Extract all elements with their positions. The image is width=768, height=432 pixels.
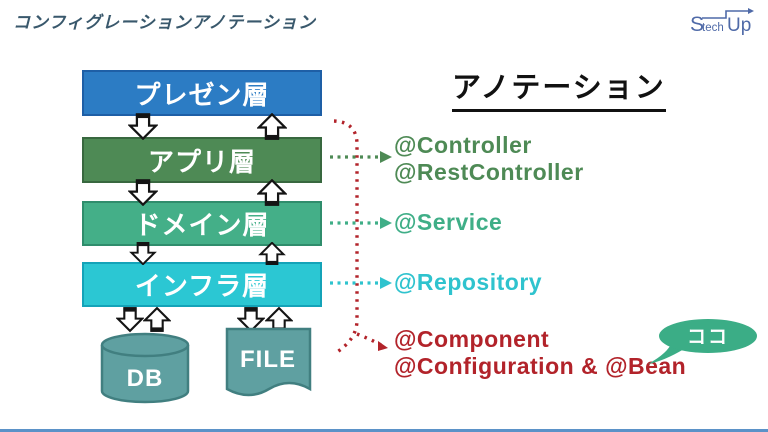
layer-box-domain: ドメイン層 [82, 201, 322, 246]
callout-label: ココ [687, 327, 729, 348]
connector-red-arrowhead-icon [378, 341, 388, 351]
layer-box-presentation: プレゼン層 [82, 70, 322, 116]
down-arrow-icon [116, 307, 144, 333]
layer-label-application: アプリ層 [147, 146, 256, 177]
layer-label-domain: ドメイン層 [134, 210, 270, 240]
connector-app-arrowhead-icon [380, 151, 392, 163]
connector-infra-arrowhead-icon [380, 277, 392, 289]
down-arrow-icon [237, 307, 265, 333]
logo-tech: tech [702, 22, 724, 34]
down-arrow-icon [128, 113, 158, 140]
annotation-group-component: @Component @Configuration & @Bean [394, 326, 686, 380]
up-arrow-icon [258, 242, 286, 265]
up-arrow-icon [257, 179, 287, 206]
logo-circuit-trace-icon [702, 10, 750, 19]
down-arrow-icon [128, 179, 158, 206]
up-arrow-icon [143, 306, 171, 332]
connector-red-branch [356, 332, 382, 347]
db-label: DB [127, 365, 164, 392]
bottom-accent-bar [0, 429, 768, 432]
layer-box-application: アプリ層 [82, 137, 322, 183]
logo-up: Up [727, 15, 751, 36]
annotation-group-repository: @Repository [394, 269, 542, 296]
layer-label-presentation: プレゼン層 [134, 79, 270, 110]
annotation-group-controller: @Controller @RestController [394, 132, 584, 186]
annotation-line: @Service [394, 209, 503, 235]
file-label: FILE [240, 346, 296, 373]
file-shape: FILE [225, 327, 312, 397]
connector-red-bracket [333, 119, 359, 356]
slide-title: コンフィグレーションアノテーション [13, 13, 316, 32]
layer-label-infrastructure: インフラ層 [134, 271, 270, 301]
annotation-heading: アノテーション [452, 64, 666, 112]
layer-box-infrastructure: インフラ層 [82, 262, 322, 307]
logo-s: S [690, 13, 704, 36]
up-arrow-icon [257, 113, 287, 140]
annotation-group-service: @Service [394, 209, 502, 236]
stechup-logo: S tech Up [690, 8, 754, 36]
annotation-line: @RestController [394, 159, 584, 185]
annotation-line: @Component [394, 326, 550, 352]
db-cylinder: DB [100, 332, 190, 404]
annotation-line: @Controller [394, 132, 532, 158]
down-arrow-icon [129, 242, 157, 265]
logo-arrow-icon [748, 8, 754, 14]
connector-domain-arrowhead-icon [380, 217, 392, 229]
annotation-line: @Configuration & @Bean [394, 353, 687, 379]
annotation-line: @Repository [394, 269, 543, 295]
